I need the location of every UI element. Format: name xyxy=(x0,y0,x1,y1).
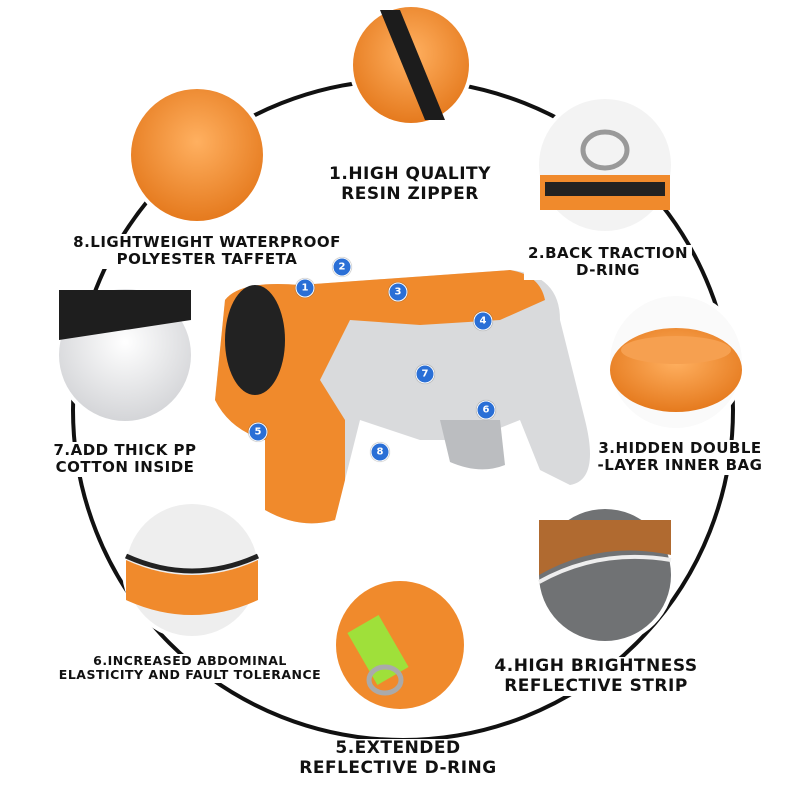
feature-label-line: 3.HIDDEN DOUBLE xyxy=(598,439,762,457)
feature-label-7: 7.ADD THICK PP COTTON INSIDE xyxy=(49,441,201,477)
number-badge-2: 2 xyxy=(332,257,352,277)
number-badge-4: 4 xyxy=(473,311,493,331)
feature-label-3: 3.HIDDEN DOUBLE -LAYER INNER BAG xyxy=(593,439,767,475)
feature-label-line: RESIN ZIPPER xyxy=(341,183,479,204)
detail-pp-cotton xyxy=(55,285,195,425)
detail-taffeta xyxy=(127,85,267,225)
feature-label-line: -LAYER INNER BAG xyxy=(597,456,763,475)
number-badge-6: 6 xyxy=(476,400,496,420)
feature-label-4: 4.HIGH BRIGHTNESS REFLECTIVE STRIP xyxy=(490,656,702,697)
dog-coat-illustration xyxy=(215,270,590,524)
feature-label-5: 5.EXTENDED REFLECTIVE D-RING xyxy=(295,738,501,779)
feature-label-line: 4.HIGH BRIGHTNESS xyxy=(494,656,698,676)
feature-label-line: COTTON INSIDE xyxy=(55,458,195,477)
feature-label-line: 7.ADD THICK PP xyxy=(53,441,197,459)
feature-label-line: 8.LIGHTWEIGHT WATERPROOF xyxy=(73,233,341,251)
detail-zipper xyxy=(349,3,473,127)
number-badge-8: 8 xyxy=(370,442,390,462)
detail-abdominal-elastic xyxy=(122,500,262,640)
feature-label-line: POLYESTER TAFFETA xyxy=(116,250,298,269)
detail-reflective-strip xyxy=(535,505,675,645)
number-badge-7: 7 xyxy=(415,364,435,384)
feature-label-line: 5.EXTENDED xyxy=(335,738,461,758)
number-badge-5: 5 xyxy=(248,422,268,442)
detail-inner-bag xyxy=(606,292,746,432)
feature-label-1: 1.HIGH QUALITY RESIN ZIPPER xyxy=(325,164,495,205)
feature-label-line: REFLECTIVE STRIP xyxy=(504,675,688,696)
detail-extended-d-ring xyxy=(332,577,468,713)
number-badge-1: 1 xyxy=(295,278,315,298)
feature-label-6: 6.INCREASED ABDOMINAL ELASTICITY AND FAU… xyxy=(54,653,326,683)
number-badge-3: 3 xyxy=(388,282,408,302)
feature-label-line: 2.BACK TRACTION xyxy=(527,244,689,262)
feature-label-2: 2.BACK TRACTION D-RING xyxy=(523,244,693,280)
feature-label-line: REFLECTIVE D-RING xyxy=(299,757,497,778)
feature-label-line: ELASTICITY AND FAULT TOLERANCE xyxy=(58,667,322,683)
feature-label-8: 8.LIGHTWEIGHT WATERPROOF POLYESTER TAFFE… xyxy=(69,233,345,269)
feature-label-line: 6.INCREASED ABDOMINAL xyxy=(93,653,287,668)
feature-label-line: 1.HIGH QUALITY xyxy=(329,164,491,184)
feature-label-line: D-RING xyxy=(576,261,640,280)
detail-d-ring xyxy=(535,95,675,235)
